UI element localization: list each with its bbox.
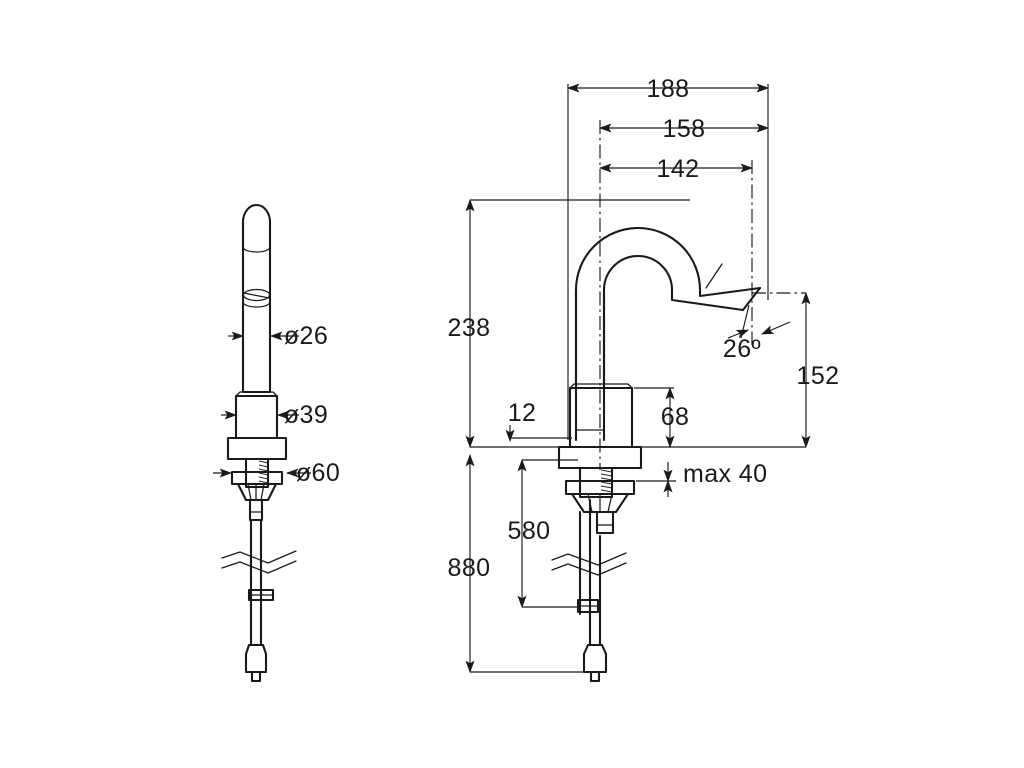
side-view-geometry xyxy=(221,203,297,683)
side-collar xyxy=(234,394,279,440)
front-shank xyxy=(578,466,614,499)
front-break-lower xyxy=(551,562,627,576)
side-end-fitting xyxy=(244,643,268,674)
dimension-labels: ø26 ø39 ø60 188 158 142 238 152 12 68 ma… xyxy=(284,75,840,582)
label-height-68: 68 xyxy=(661,403,690,431)
side-collar-chamfer xyxy=(235,391,278,397)
side-thread-hatch xyxy=(258,460,269,484)
front-mount-cone xyxy=(570,492,630,514)
side-lever-ellipse xyxy=(242,288,271,302)
spout-outlet-seam xyxy=(705,263,723,289)
front-collar-chamfer xyxy=(569,383,633,389)
label-diameter-60: ø60 xyxy=(296,459,340,487)
angle-arrow-right xyxy=(761,321,791,335)
side-hose-ferrule xyxy=(247,588,275,602)
side-mount-nut xyxy=(230,470,284,486)
front-hose-ferrule xyxy=(576,598,600,614)
label-diameter-39: ø39 xyxy=(284,401,328,429)
label-max-40: max 40 xyxy=(683,460,767,488)
front-collar xyxy=(568,386,634,449)
side-lever-line xyxy=(243,292,270,299)
label-width-188: 188 xyxy=(647,75,690,103)
side-break-upper xyxy=(221,550,297,564)
side-cone-ribs xyxy=(247,483,265,501)
label-height-12: 12 xyxy=(508,399,537,427)
spout-inner-profile xyxy=(602,254,745,432)
front-connector xyxy=(595,510,615,535)
label-length-880: 880 xyxy=(448,554,491,582)
angle-arrow-left xyxy=(727,329,749,339)
side-body-column xyxy=(241,203,272,394)
side-break-lower xyxy=(221,560,297,574)
side-cap-seam xyxy=(242,246,271,253)
label-length-580: 580 xyxy=(508,517,551,545)
label-diameter-26: ø26 xyxy=(284,322,328,350)
dimension-geometry xyxy=(465,83,811,674)
side-mount-cone xyxy=(236,482,278,502)
label-angle-26: 26º xyxy=(723,335,761,363)
angle-leader xyxy=(740,304,750,339)
spout-outer-profile xyxy=(574,226,762,432)
front-view-geometry xyxy=(551,226,762,683)
side-end-tip xyxy=(250,670,262,683)
side-lever-seam xyxy=(242,301,271,308)
front-thread-hatch xyxy=(600,469,613,493)
label-width-158: 158 xyxy=(663,115,706,143)
side-connector xyxy=(248,498,264,522)
label-width-142: 142 xyxy=(657,155,700,183)
label-height-152: 152 xyxy=(797,362,840,390)
label-height-238: 238 xyxy=(448,314,491,342)
side-view-dimensions xyxy=(213,331,311,478)
spout-outlet-face xyxy=(741,286,762,312)
side-base-flange xyxy=(226,436,288,461)
front-end-fitting xyxy=(582,643,608,674)
front-break-upper xyxy=(551,552,627,566)
centre-lines xyxy=(599,120,806,470)
front-mount-nut xyxy=(564,479,636,496)
side-shank xyxy=(244,457,270,489)
front-end-tip xyxy=(589,670,601,683)
